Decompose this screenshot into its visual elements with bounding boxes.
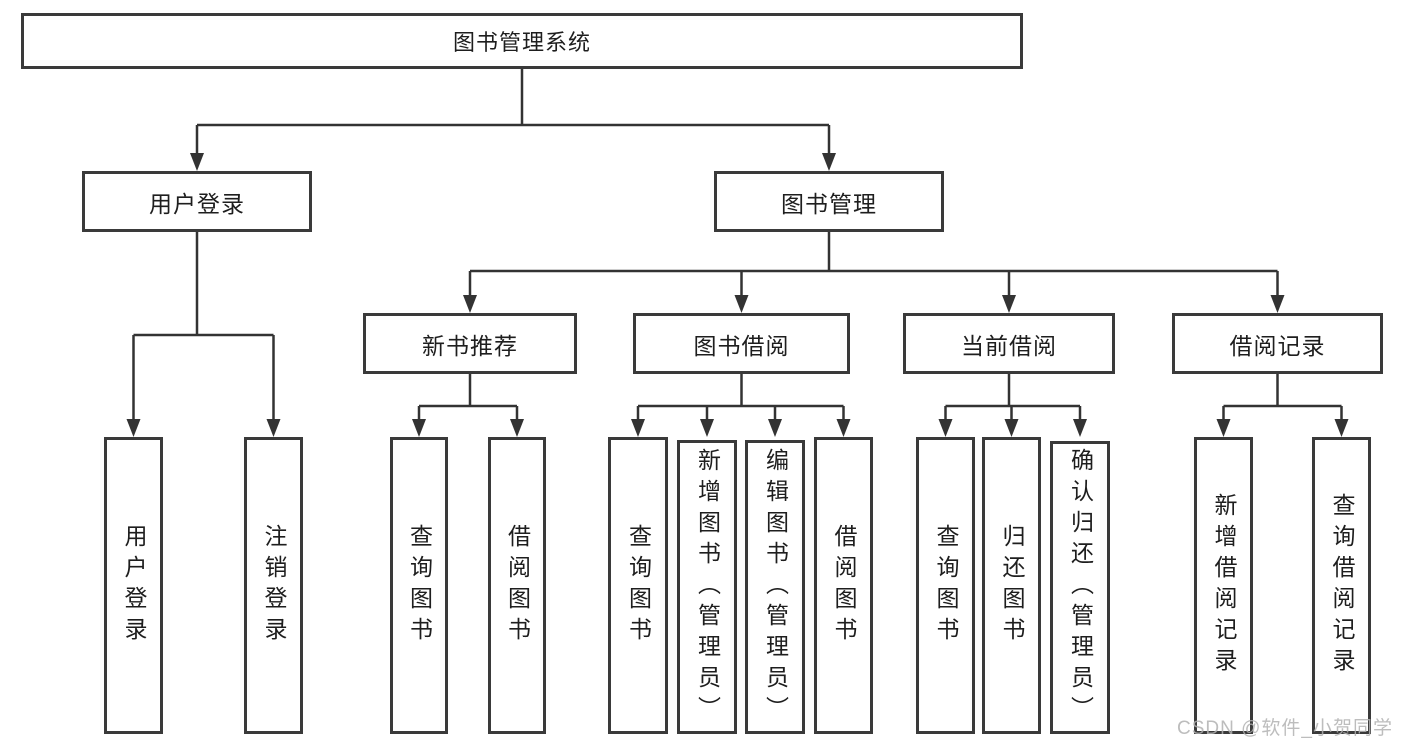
node-current-borrowing: 当前借阅 — [903, 313, 1115, 374]
node-new-book-recommend: 新书推荐 — [363, 313, 577, 374]
node-logout: 注销登录 — [244, 437, 303, 734]
node-borrowing-records: 借阅记录 — [1172, 313, 1383, 374]
node-cb-confirm-return-admin: 确认归还（管理员） — [1050, 441, 1110, 734]
node-root: 图书管理系统 — [21, 13, 1023, 69]
node-nbr-borrow-books: 借阅图书 — [488, 437, 546, 734]
edge-current-borrowing-to-children — [938, 374, 1087, 437]
node-book-management: 图书管理 — [714, 171, 944, 232]
node-book-borrowing: 图书借阅 — [633, 313, 850, 374]
node-br-add-record: 新增借阅记录 — [1194, 437, 1253, 734]
node-bb-edit-books-admin: 编辑图书（管理员） — [745, 440, 805, 734]
node-user-login-module: 用户登录 — [82, 171, 312, 232]
node-br-query-record: 查询借阅记录 — [1312, 437, 1371, 734]
edge-root-to-level2 — [190, 69, 836, 171]
edge-new-book-recommend-to-children — [412, 374, 524, 437]
edge-borrowing-records-to-children — [1216, 374, 1349, 437]
node-nbr-query-books: 查询图书 — [390, 437, 448, 734]
node-bb-query-books: 查询图书 — [608, 437, 668, 734]
node-cb-query-books: 查询图书 — [916, 437, 975, 734]
node-cb-return-books: 归还图书 — [982, 437, 1041, 734]
node-bb-add-books-admin: 新增图书（管理员） — [677, 440, 737, 734]
edge-book-borrowing-to-children — [631, 374, 851, 437]
edge-book-management-to-level3 — [463, 232, 1285, 313]
node-user-login: 用户登录 — [104, 437, 163, 734]
edge-user-login-to-children — [126, 232, 281, 437]
node-bb-borrow-books: 借阅图书 — [814, 437, 873, 734]
